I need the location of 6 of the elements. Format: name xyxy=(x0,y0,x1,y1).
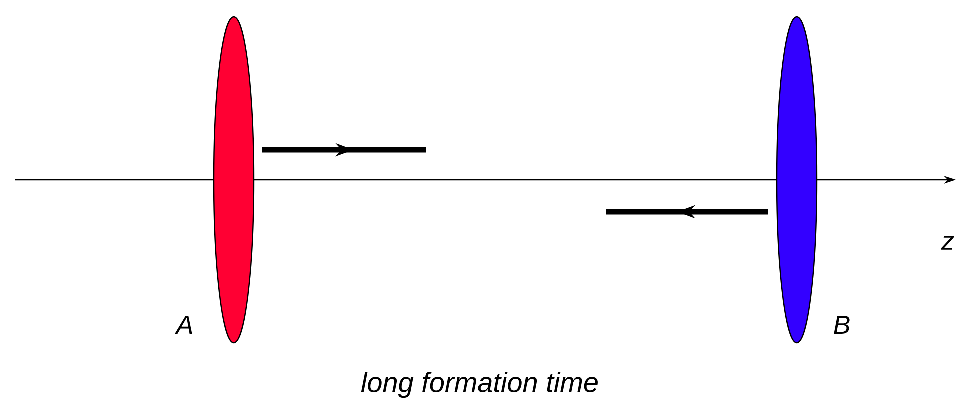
axis-label: z xyxy=(941,236,954,250)
disc-ellipse xyxy=(776,16,818,344)
disc-label: A xyxy=(175,316,192,334)
disc-ellipse xyxy=(213,16,255,344)
caption: long formation time xyxy=(361,372,598,398)
disc-label: B xyxy=(834,316,850,334)
